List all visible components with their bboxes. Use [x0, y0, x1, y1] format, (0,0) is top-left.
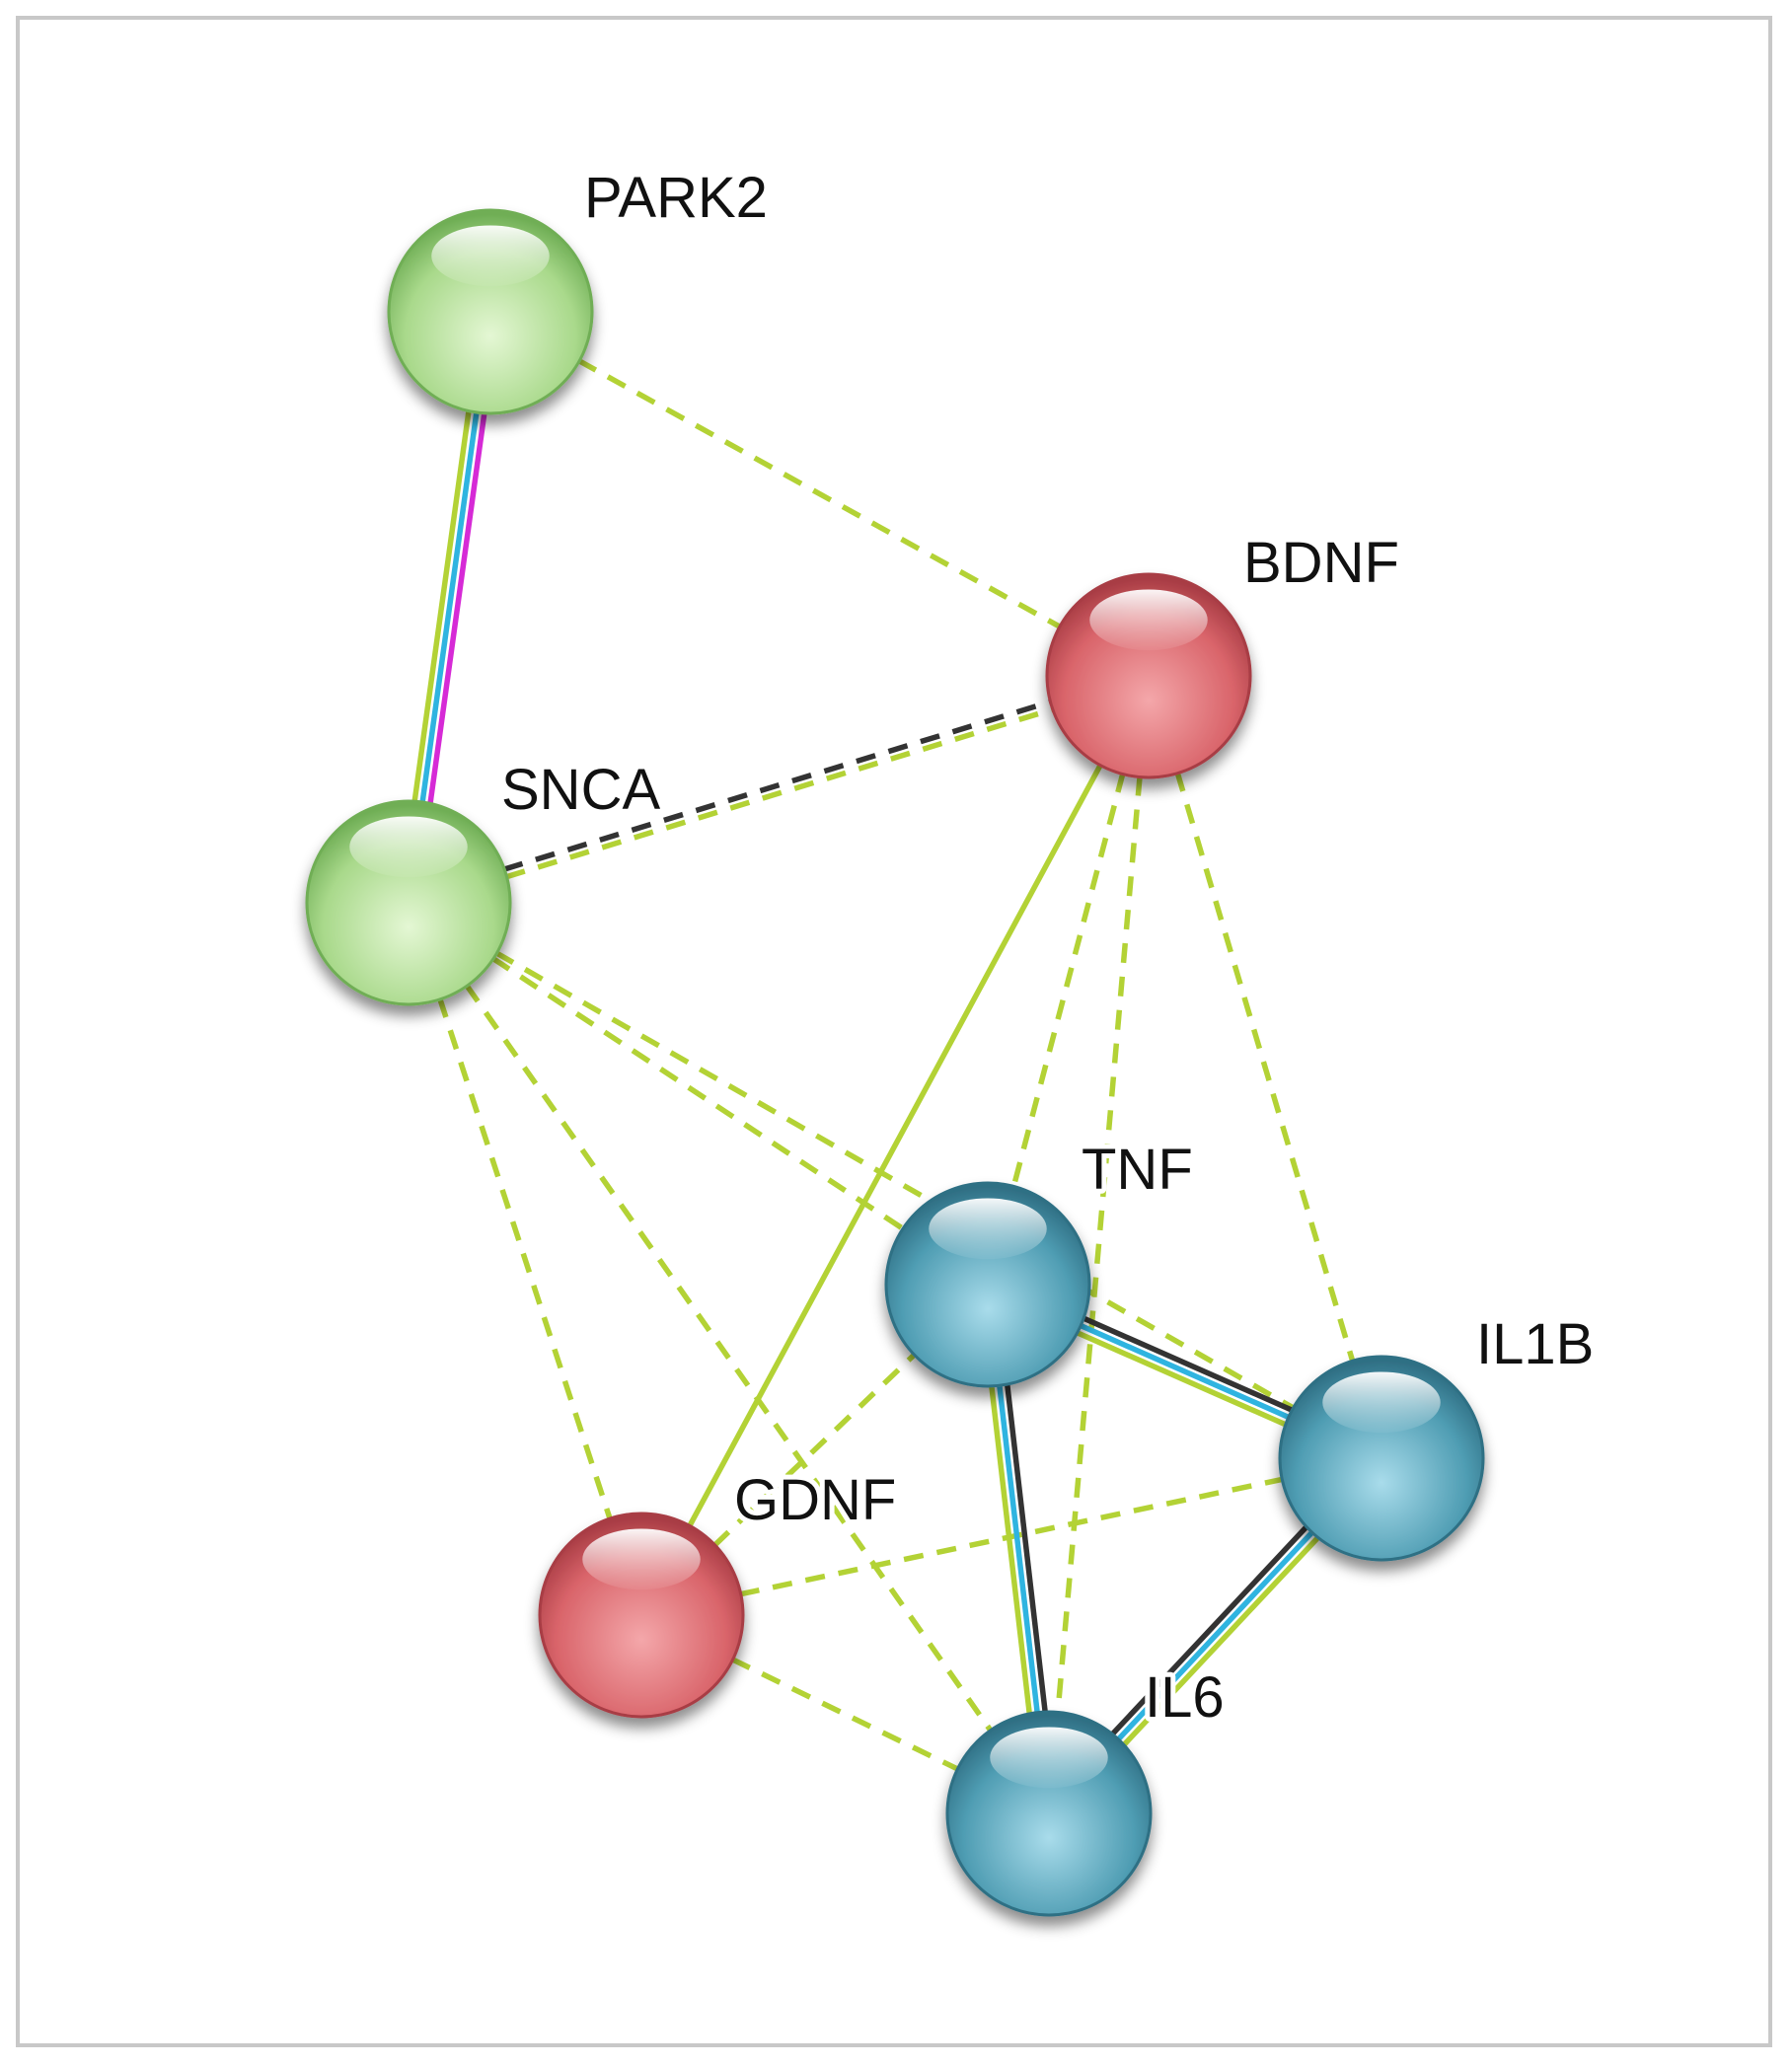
- node-park2[interactable]: [387, 208, 594, 415]
- node-gloss: [990, 1727, 1108, 1789]
- node-il1b[interactable]: [1278, 1355, 1485, 1562]
- node-label-halo: BDNF: [1243, 531, 1399, 595]
- node-label-tnf: TNF: [1082, 1138, 1193, 1202]
- node-il6[interactable]: [945, 1710, 1153, 1917]
- node-label-il6: IL6: [1145, 1665, 1225, 1730]
- edge-snca-bdnf: [407, 669, 1151, 910]
- node-bdnf[interactable]: [1045, 572, 1252, 779]
- edge-park2-bdnf: [488, 309, 1151, 679]
- edge-snca-tnf: [407, 900, 990, 1288]
- node-label-park2: PARK2: [584, 166, 768, 230]
- node-label-halo: TNF: [1082, 1138, 1193, 1202]
- node-gloss: [929, 1198, 1047, 1260]
- edge-bdnf-il1b: [1146, 675, 1384, 1459]
- edge-channel-textmining: [407, 900, 1383, 1461]
- node-tnf[interactable]: [884, 1181, 1091, 1388]
- diagram-frame: [16, 16, 1772, 2047]
- edge-channel-coexpression: [407, 669, 1149, 902]
- edge-channel-textmining: [1146, 675, 1384, 1459]
- edge-snca-il1b: [407, 900, 1383, 1461]
- edge-channel-textmining: [407, 900, 990, 1288]
- node-label-halo: GDNF: [734, 1468, 896, 1532]
- labels-layer: PARK2PARK2SNCASNCABDNFBDNFGDNFGDNFTNFTNF…: [496, 161, 1599, 1735]
- edge-channel-textmining: [406, 901, 1052, 1815]
- node-label-il1b: IL1B: [1476, 1312, 1594, 1376]
- edge-channel-textmining: [409, 677, 1151, 910]
- edge-snca-gdnf: [406, 902, 644, 1616]
- node-gloss: [1089, 589, 1208, 651]
- node-label-halo: IL1B: [1476, 1312, 1594, 1376]
- node-gloss: [431, 225, 550, 287]
- node-label-halo: PARK2: [584, 166, 768, 230]
- node-gloss: [1322, 1371, 1441, 1434]
- node-label-halo: IL6: [1145, 1665, 1225, 1730]
- node-label-snca: SNCA: [501, 758, 660, 822]
- node-label-gdnf: GDNF: [734, 1468, 896, 1532]
- edge-channel-textmining: [406, 902, 644, 1616]
- node-label-halo: SNCA: [501, 758, 660, 822]
- edge-channel-textmining: [488, 309, 1151, 679]
- edge-bdnf-il6: [1046, 675, 1152, 1814]
- edge-channel-textmining: [1046, 675, 1152, 1814]
- node-gdnf[interactable]: [538, 1512, 745, 1719]
- edge-snca-il6: [406, 901, 1052, 1815]
- edge-bdnf-tnf: [985, 675, 1152, 1286]
- node-gloss: [582, 1528, 701, 1590]
- edge-channel-textmining: [638, 674, 1152, 1617]
- node-gloss: [349, 816, 468, 878]
- nodes-layer: [305, 208, 1485, 1917]
- edge-bdnf-gdnf: [638, 674, 1152, 1617]
- node-snca[interactable]: [305, 799, 512, 1006]
- node-label-bdnf: BDNF: [1243, 531, 1399, 595]
- edge-channel-textmining: [985, 675, 1152, 1286]
